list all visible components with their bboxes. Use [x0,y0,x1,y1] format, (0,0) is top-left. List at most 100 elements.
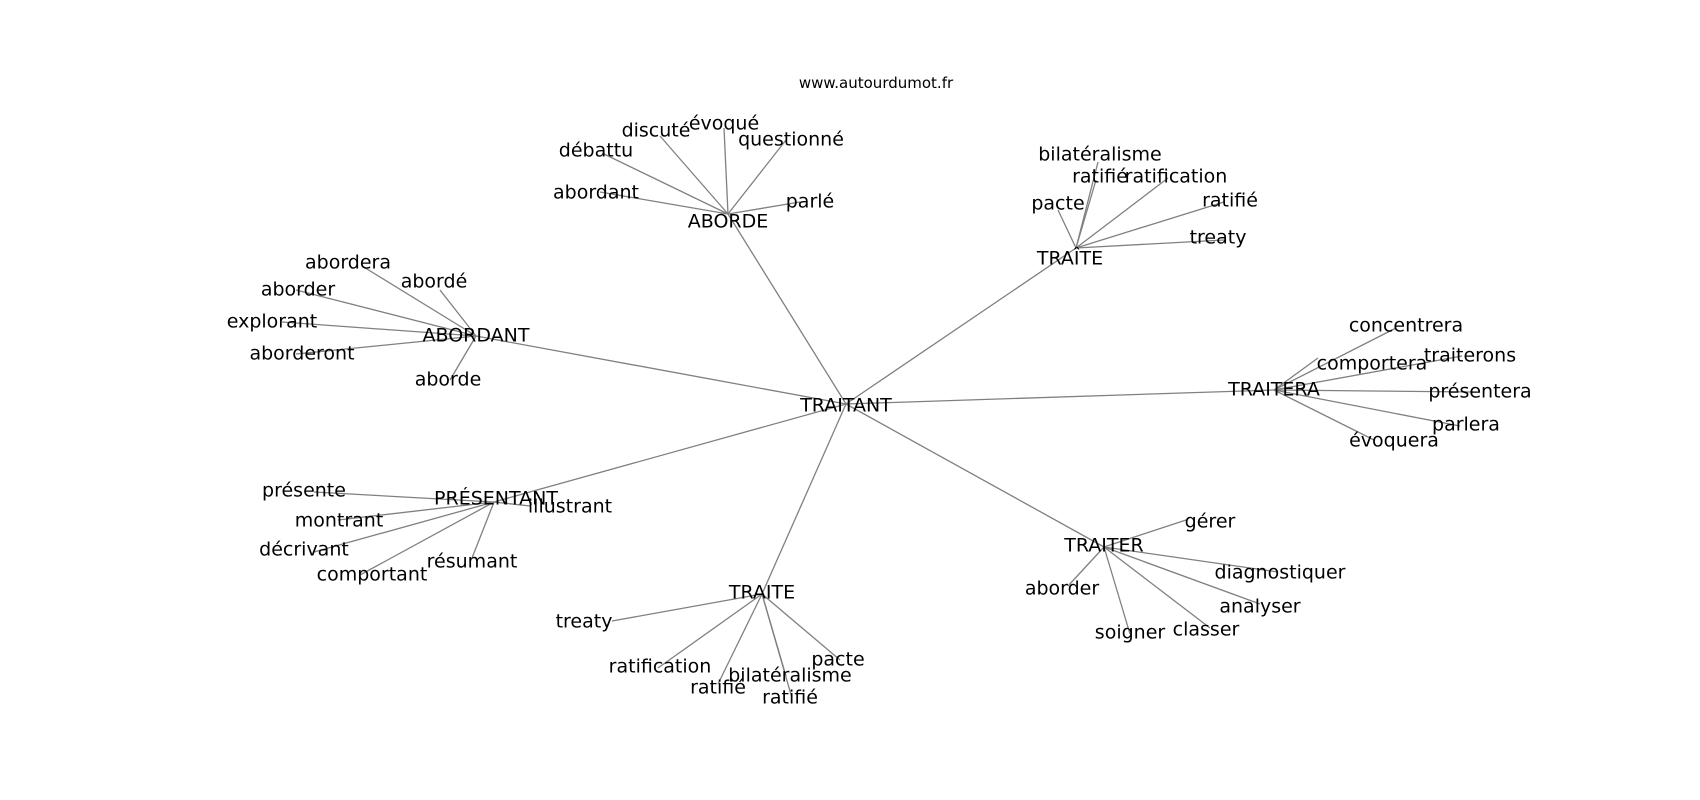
leaf-node[interactable]: classer [1173,619,1240,641]
edge-group-4-word-5 [493,501,531,507]
group-node[interactable]: TRAITE [728,582,795,604]
leaf-node[interactable]: décrivant [259,539,349,561]
leaf-node[interactable]: abordera [305,252,391,274]
edge-group-5-word-0 [1103,519,1187,548]
edge-group-4-word-4 [471,501,495,559]
source-url: www.autourdumot.fr [799,74,954,92]
edge-group-3-word-1 [1273,357,1319,391]
leaf-node[interactable]: bilatéralisme [1038,144,1162,166]
leaf-node[interactable]: ratifié [690,677,746,699]
group-node[interactable]: PRÉSENTANT [434,487,558,510]
edge-group-2-word-5 [449,335,477,381]
edge-group-1-word-3 [1057,209,1077,249]
leaf-node[interactable]: abordé [401,271,468,293]
leaf-node[interactable]: montrant [295,510,384,532]
edge-group-2-word-4 [295,335,477,355]
edge-group-0-word-2 [659,135,729,215]
group-node[interactable]: TRAITER [1063,535,1143,557]
edge-center-to-2 [475,335,847,405]
edge-group-5-word-5 [1103,546,1131,635]
edge-group-0-word-4 [727,139,787,215]
leaf-node[interactable]: analyser [1219,596,1300,618]
edge-center-to-5 [845,403,1105,548]
leaf-node[interactable]: traiterons [1424,345,1516,367]
edge-group-6-word-4 [761,593,793,699]
leaf-node[interactable]: gérer [1185,511,1236,533]
group-node[interactable]: ABORDE [688,211,769,233]
leaf-node[interactable]: résumant [427,551,518,573]
edge-group-3-word-3 [1273,389,1475,393]
edge-group-1-word-4 [1075,201,1225,249]
edge-group-4-word-1 [337,501,495,521]
edge-group-1-word-2 [1075,177,1169,249]
edge-group-2-word-0 [361,265,477,337]
leaf-node[interactable]: abordant [553,182,639,204]
leaf-node[interactable]: treaty [556,611,613,633]
leaf-node[interactable]: évoquera [1349,430,1439,452]
leaf-node[interactable]: questionné [738,129,844,151]
leaf-node[interactable]: présente [262,480,346,502]
edge-group-4-word-3 [359,501,495,576]
group-node[interactable]: ABORDANT [423,325,530,347]
edge-group-6-word-2 [717,593,763,685]
leaf-node[interactable]: comportant [317,564,428,586]
edge-group-6-word-0 [611,593,763,622]
edge-group-2-word-1 [439,289,477,337]
group-node[interactable]: TRAÎTE [1036,247,1103,270]
edge-group-6-word-5 [761,593,841,661]
center-node[interactable]: TRAITANT [799,395,892,417]
leaf-node[interactable]: ratifié [762,687,818,709]
edge-group-2-word-3 [281,321,477,337]
leaf-node[interactable]: pacte [811,649,864,671]
edge-center-to-4 [493,403,847,503]
leaf-node[interactable]: évoqué [689,113,759,135]
edge-group-5-word-3 [1103,546,1261,605]
edge-group-1-word-5 [1075,239,1225,249]
labels: TRAITANTABORDEabordantdébattudiscutéévoq… [227,113,1532,709]
leaf-node[interactable]: comportera [1317,353,1428,375]
leaf-node[interactable]: pacte [1031,193,1084,215]
edge-group-2-word-2 [295,289,477,337]
edge-group-1-word-1 [1075,179,1097,249]
edge-center-to-6 [761,403,847,595]
edge-group-0-word-3 [723,127,729,215]
edge-center-to-3 [845,389,1275,405]
edges [281,127,1475,699]
leaf-node[interactable]: illustrant [528,496,612,518]
edge-group-3-word-2 [1273,355,1463,391]
leaf-node[interactable]: soigner [1095,622,1166,644]
edge-group-3-word-0 [1273,327,1397,391]
leaf-node[interactable]: ratification [609,656,712,678]
edge-group-3-word-4 [1273,389,1461,427]
edge-group-0-word-0 [599,191,729,215]
leaf-node[interactable]: bilatéralisme [728,665,852,687]
edge-group-3-word-5 [1273,389,1375,441]
leaf-node[interactable]: aborde [415,369,482,391]
leaf-node[interactable]: ratifié [1072,166,1128,188]
leaf-node[interactable]: aborderont [249,343,354,365]
leaf-node[interactable]: parlera [1432,414,1500,436]
leaf-node[interactable]: présentera [1428,381,1531,403]
edge-group-6-word-1 [657,593,763,669]
edge-group-4-word-0 [313,491,495,503]
edge-group-4-word-2 [313,501,495,553]
leaf-node[interactable]: aborder [261,279,336,301]
edge-group-5-word-2 [1103,546,1279,573]
edge-group-0-word-5 [727,201,801,215]
leaf-node[interactable]: diagnostiquer [1215,562,1346,584]
leaf-node[interactable]: aborder [1025,578,1100,600]
leaf-node[interactable]: débattu [559,140,633,162]
leaf-node[interactable]: concentrera [1349,315,1463,337]
edge-group-5-word-1 [1067,546,1105,587]
leaf-node[interactable]: discuté [622,120,691,142]
edge-center-to-1 [845,247,1077,405]
group-node[interactable]: TRAITERA [1227,379,1320,401]
leaf-node[interactable]: explorant [227,311,318,333]
leaf-node[interactable]: treaty [1190,227,1247,249]
edge-center-to-0 [727,213,847,405]
leaf-node[interactable]: ratification [1125,166,1228,188]
edge-group-0-word-1 [603,153,729,215]
leaf-node[interactable]: ratifié [1202,190,1258,212]
leaf-node[interactable]: parlé [786,191,834,213]
